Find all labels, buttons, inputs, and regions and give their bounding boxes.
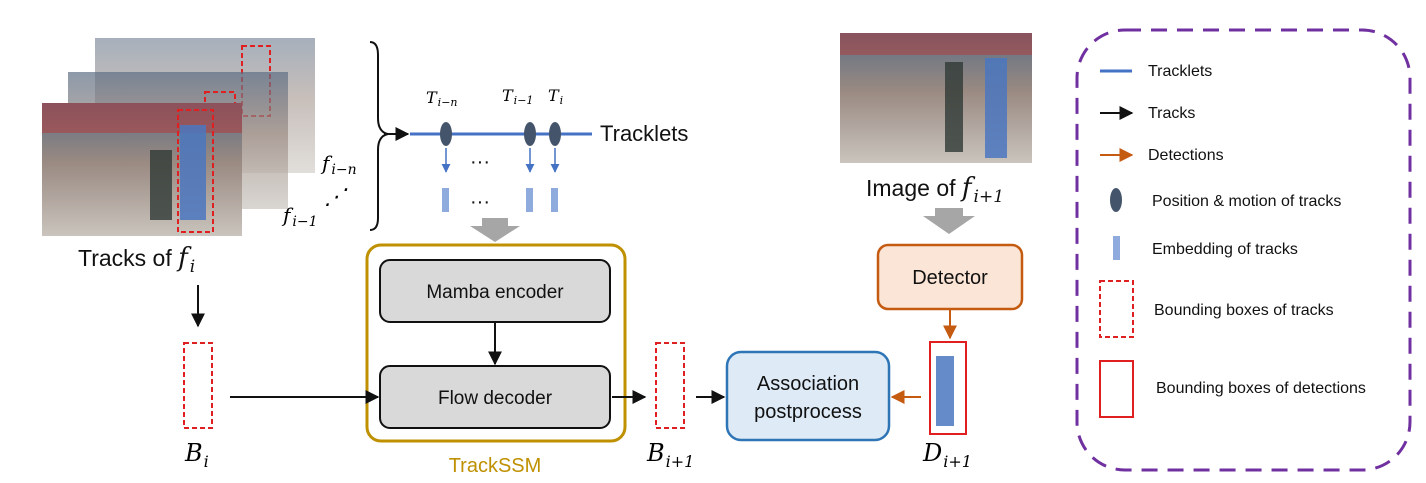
- legend-embedding-label: Embedding of tracks: [1152, 241, 1298, 258]
- legend-embedding-swatch: [1113, 236, 1120, 260]
- legend-detections-label: Detections: [1148, 147, 1224, 164]
- tracklet-label-i: Ti: [548, 86, 563, 107]
- position-motion-ellipse-1: [524, 122, 536, 146]
- position-motion-ellipse-n: [440, 122, 452, 146]
- tracklet-dots-top: ···: [470, 151, 490, 173]
- association-label-line2: postprocess: [754, 401, 862, 423]
- embedding-bar-1: [526, 188, 533, 212]
- legend-tracklets-label: Tracklets: [1148, 63, 1212, 80]
- flow-decoder-label: Flow decoder: [438, 388, 553, 409]
- trackssm-module: [365, 243, 627, 443]
- tracks-frame-stack: [42, 38, 315, 236]
- tracklet-label-n: Ti−n: [426, 88, 458, 109]
- frame-front-bbox: [177, 109, 214, 233]
- label-bi1: Bi+1: [646, 439, 694, 471]
- legend-position-motion-label: Position & motion of tracks: [1152, 193, 1341, 210]
- label-bi: Bi: [184, 439, 209, 471]
- detection-person: [936, 356, 954, 426]
- track-bbox-bi1: [655, 342, 685, 429]
- legend-box: [1075, 28, 1412, 472]
- legend-bbox-tracks-label: Bounding boxes of tracks: [1154, 302, 1334, 319]
- legend-position-motion-swatch: [1110, 188, 1122, 212]
- trackssm-title: TrackSSM: [449, 455, 542, 477]
- embedding-bar-n: [442, 188, 449, 212]
- next-frame-person: [985, 58, 1007, 158]
- association-block: [725, 350, 891, 442]
- next-frame-pedestrian: [945, 62, 963, 152]
- tracklets-down-arrow: [470, 218, 520, 242]
- grouping-brace: [369, 41, 389, 231]
- position-motion-ellipse-i: [549, 122, 561, 146]
- tracklets-label: Tracklets: [600, 121, 688, 146]
- association-label-line1: Association: [757, 373, 859, 395]
- legend-bbox-detections-label: Bounding boxes of detections: [1156, 380, 1366, 397]
- detector-label: Detector: [912, 267, 988, 289]
- pedestrian-shape: [150, 150, 172, 220]
- next-frame-facade: [840, 33, 1032, 55]
- mamba-encoder-label: Mamba encoder: [426, 282, 564, 303]
- track-bbox-bi: [183, 342, 213, 429]
- flow-decoder-block: [379, 365, 611, 429]
- tracklet-label-1: Ti−1: [502, 86, 533, 107]
- legend-bbox-tracks-swatch: [1099, 280, 1134, 338]
- label-di1: Di+1: [922, 439, 972, 471]
- tracklet-dots-bottom: ···: [470, 191, 490, 213]
- legend-tracks-label: Tracks: [1148, 105, 1195, 122]
- frame-ellipsis: ⋰: [324, 185, 348, 210]
- embedding-bar-i: [551, 188, 558, 212]
- tracked-person-shape: [180, 125, 206, 220]
- image-down-arrow: [923, 208, 975, 234]
- legend-bbox-detections-swatch: [1099, 360, 1134, 418]
- detection-bbox: [929, 341, 967, 435]
- store-facade: [42, 103, 242, 133]
